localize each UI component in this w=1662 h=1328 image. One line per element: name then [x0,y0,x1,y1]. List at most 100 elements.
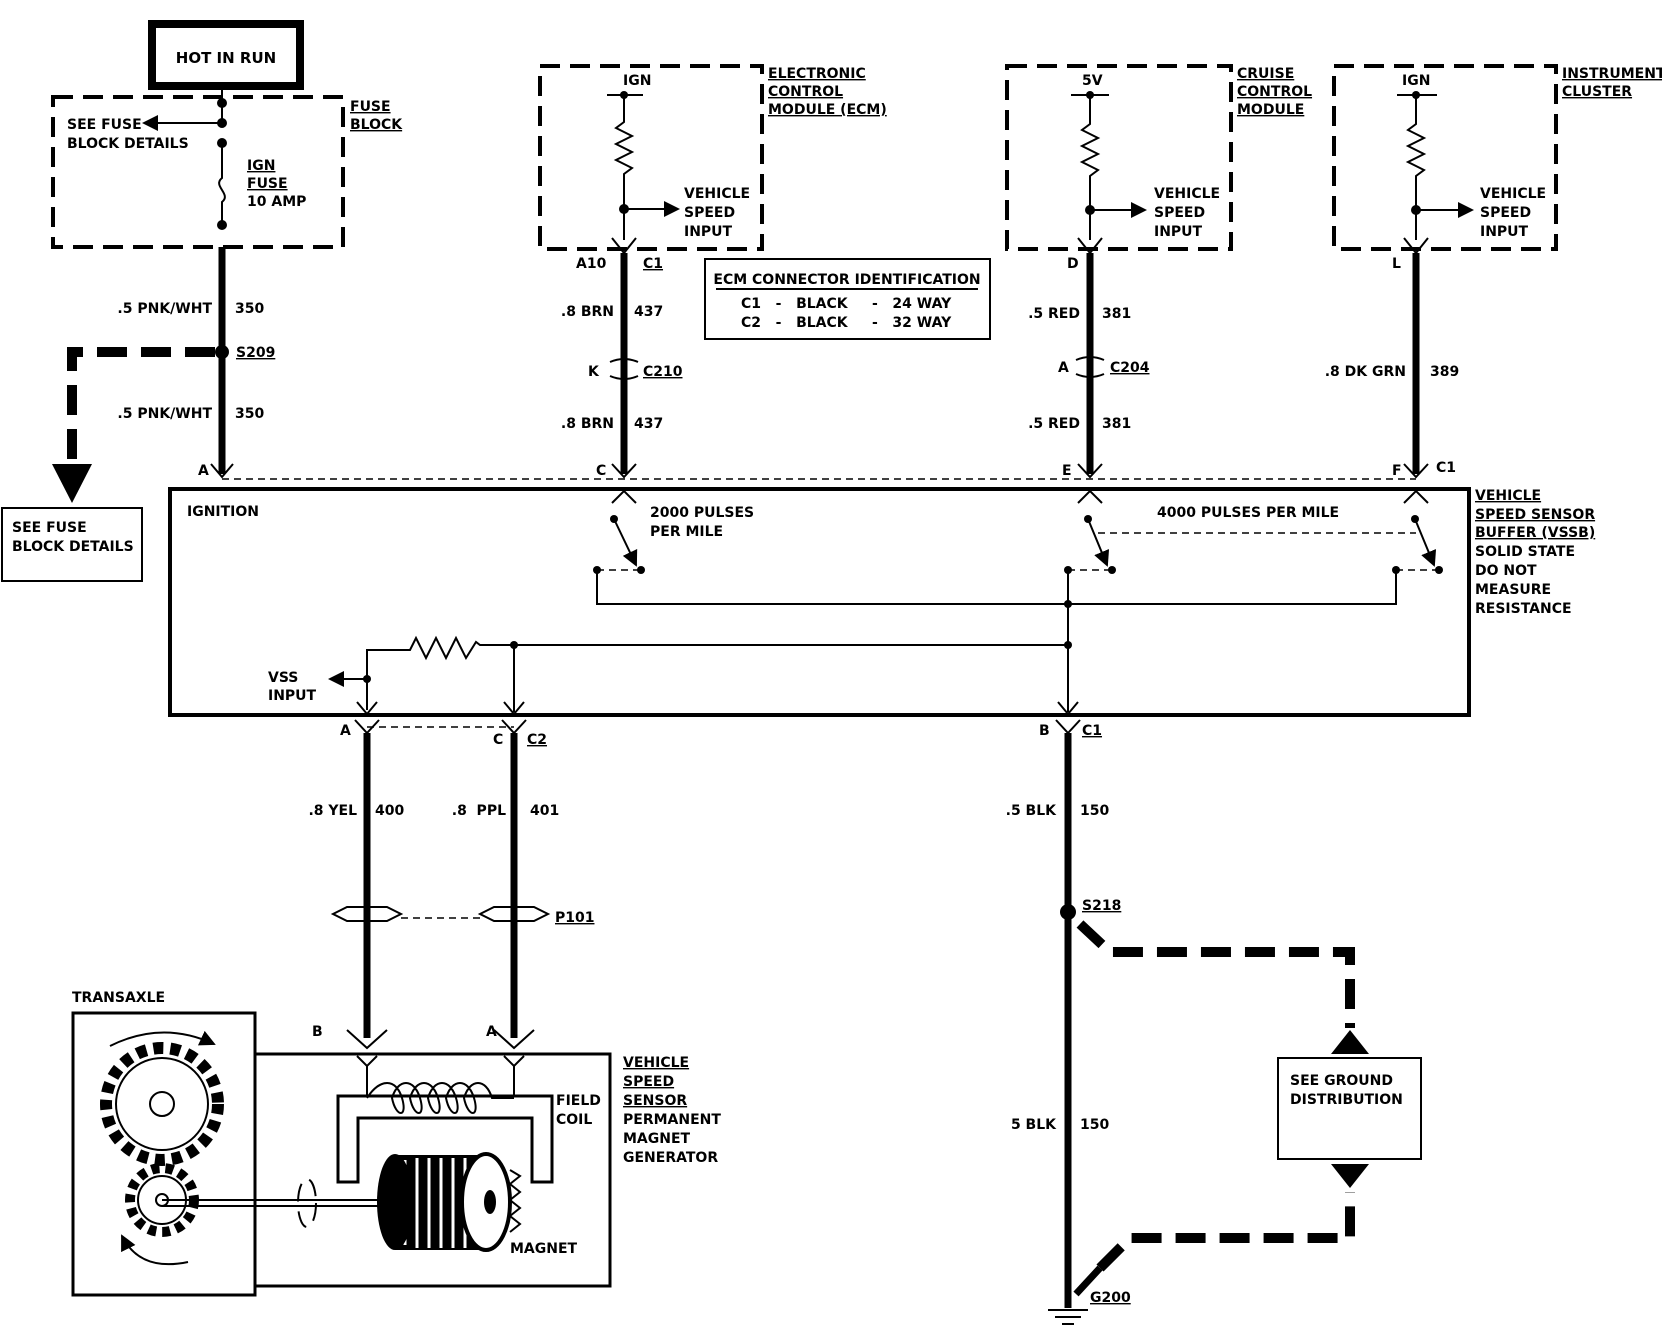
svg-text:.8 BRN: .8 BRN [561,304,614,320]
svg-text:ELECTRONIC: ELECTRONIC [768,66,866,82]
arrow-down-icon [52,464,92,503]
svg-text:4000 PULSES PER MILE: 4000 PULSES PER MILE [1157,505,1339,521]
svg-text:.8 PPL: .8 PPL [452,803,506,819]
svg-text:B: B [312,1024,323,1040]
svg-text:S209: S209 [236,345,275,361]
gear-icon [100,1030,224,1166]
svg-text:IGN: IGN [1402,73,1430,89]
wire-381: D .5 RED 381 A C204 .5 RED 381 E [1028,237,1150,479]
svg-text:FUSE: FUSE [247,176,288,192]
svg-text:ECM CONNECTOR IDENTIFICATION: ECM CONNECTOR IDENTIFICATION [713,272,980,288]
instrument-cluster: IGN VEHICLE SPEED INPUT INSTRUMENT CLUST… [1332,64,1662,251]
resistor-icon [1079,95,1101,240]
svg-text:2000 PULSES: 2000 PULSES [650,505,754,521]
svg-text:IGN: IGN [623,73,651,89]
svg-text:SPEED SENSOR: SPEED SENSOR [1475,507,1595,523]
svg-text:B: B [1039,723,1050,739]
svg-text:C: C [596,463,606,479]
svg-text:C2 - BLACK - 32 WAY: C2 - BLACK - 32 WAY [741,315,952,331]
fuse-block: FUSE BLOCK SEE FUSE BLOCK DETAILS IGN FU… [51,86,403,249]
svg-text:D: D [1067,256,1079,272]
svg-text:IGNITION: IGNITION [187,504,259,520]
svg-text:C2: C2 [527,732,547,748]
vssb-module: IGNITION VEHICLE SPEED SENSOR BUFFER (VS… [168,487,1595,717]
wire-350: .5 PNK/WHT 350 S209 .5 PNK/WHT 350 A [117,247,275,479]
resistor-icon [613,95,635,240]
svg-text:IGN: IGN [247,158,275,174]
svg-text:5V: 5V [1082,73,1103,89]
svg-text:SPEED: SPEED [1480,205,1531,221]
wire-389: L .8 DK GRN 389 F C1 [1325,237,1459,479]
svg-text:CONTROL: CONTROL [768,84,843,100]
vehicle-speed-sensor: B A FIELD COIL MAGNET VEHICL [162,1024,721,1288]
svg-text:389: 389 [1430,364,1459,380]
svg-text:.5 BLK: .5 BLK [1006,803,1058,819]
splice-s218 [1060,904,1076,920]
svg-text:C1: C1 [1082,723,1102,739]
svg-text:.8 DK GRN: .8 DK GRN [1325,364,1406,380]
svg-text:SENSOR: SENSOR [623,1093,687,1109]
svg-text:A: A [1058,360,1069,376]
ground-branch-top [1076,920,1355,1028]
cruise-control-module: 5V VEHICLE SPEED INPUT CRUISE CONTROL MO… [1005,64,1312,251]
svg-text:A10: A10 [576,256,607,272]
connector-p101: P101 [330,906,594,926]
svg-text:INSTRUMENT: INSTRUMENT [1562,66,1662,82]
svg-text:SPEED: SPEED [623,1074,674,1090]
transaxle-label: TRANSAXLE [72,990,165,1006]
svg-text:FIELD: FIELD [556,1093,601,1109]
magnet-icon [377,1152,522,1252]
svg-text:.8 BRN: .8 BRN [561,416,614,432]
svg-text:150: 150 [1080,803,1109,819]
see-fuse-block-box: SEE FUSE BLOCK DETAILS [1,507,143,582]
svg-text:SPEED: SPEED [1154,205,1205,221]
branch-to-fuse-details [67,347,215,468]
svg-text:DISTRIBUTION: DISTRIBUTION [1290,1092,1403,1108]
ground-branch-bottom [1096,1192,1355,1272]
svg-text:L: L [1392,256,1401,272]
wire-437: A10 C1 .8 BRN 437 K C210 .8 BRN 437 C [561,237,683,479]
svg-text:VEHICLE: VEHICLE [623,1055,689,1071]
ground-icon [1048,1309,1088,1325]
svg-text:10 AMP: 10 AMP [247,194,306,210]
svg-text:P101: P101 [555,910,594,926]
svg-text:MODULE (ECM): MODULE (ECM) [768,102,887,118]
svg-text:E: E [1062,463,1072,479]
svg-text:INPUT: INPUT [268,688,317,704]
wire-400: .8 YEL 400 [308,733,404,1050]
svg-text:G200: G200 [1090,1290,1131,1306]
svg-text:SEE FUSE: SEE FUSE [67,117,142,133]
svg-text:INPUT: INPUT [1154,224,1203,240]
ecm-connector-id-box: ECM CONNECTOR IDENTIFICATION C1 - BLACK … [704,258,991,340]
splice-s209 [215,345,229,359]
svg-text:SPEED: SPEED [684,205,735,221]
svg-text:.5 PNK/WHT: .5 PNK/WHT [117,301,212,317]
svg-text:C204: C204 [1110,360,1150,376]
svg-text:437: 437 [634,416,663,432]
svg-text:381: 381 [1102,306,1131,322]
svg-text:BLOCK: BLOCK [350,117,403,133]
svg-text:MODULE: MODULE [1237,102,1304,118]
svg-text:C1: C1 [1436,460,1456,476]
svg-text:BUFFER (VSSB): BUFFER (VSSB) [1475,525,1595,541]
svg-text:S218: S218 [1082,898,1121,914]
svg-text:INPUT: INPUT [1480,224,1529,240]
field-coil-icon [366,1082,514,1114]
svg-text:.5 RED: .5 RED [1028,416,1080,432]
svg-text:VEHICLE: VEHICLE [1154,186,1220,202]
svg-text:CONTROL: CONTROL [1237,84,1312,100]
svg-text:350: 350 [235,301,264,317]
svg-text:BLOCK DETAILS: BLOCK DETAILS [67,136,189,152]
svg-text:VEHICLE: VEHICLE [1480,186,1546,202]
svg-text:.5 PNK/WHT: .5 PNK/WHT [117,406,212,422]
svg-text:RESISTANCE: RESISTANCE [1475,601,1572,617]
svg-text:HOT IN RUN: HOT IN RUN [176,49,276,67]
svg-text:SEE GROUND: SEE GROUND [1290,1073,1393,1089]
hot-in-run-label: HOT IN RUN [148,20,304,90]
ecm-module: IGN VEHICLE SPEED INPUT ELECTRONIC CONTR… [538,64,887,251]
vssb-bottom-connectors: A C C2 B C1 [340,719,1102,748]
svg-text:5 BLK: 5 BLK [1011,1117,1057,1133]
svg-text:F: F [1392,463,1402,479]
wire-150: .5 BLK 150 S218 5 BLK 150 G200 [1006,733,1131,1325]
